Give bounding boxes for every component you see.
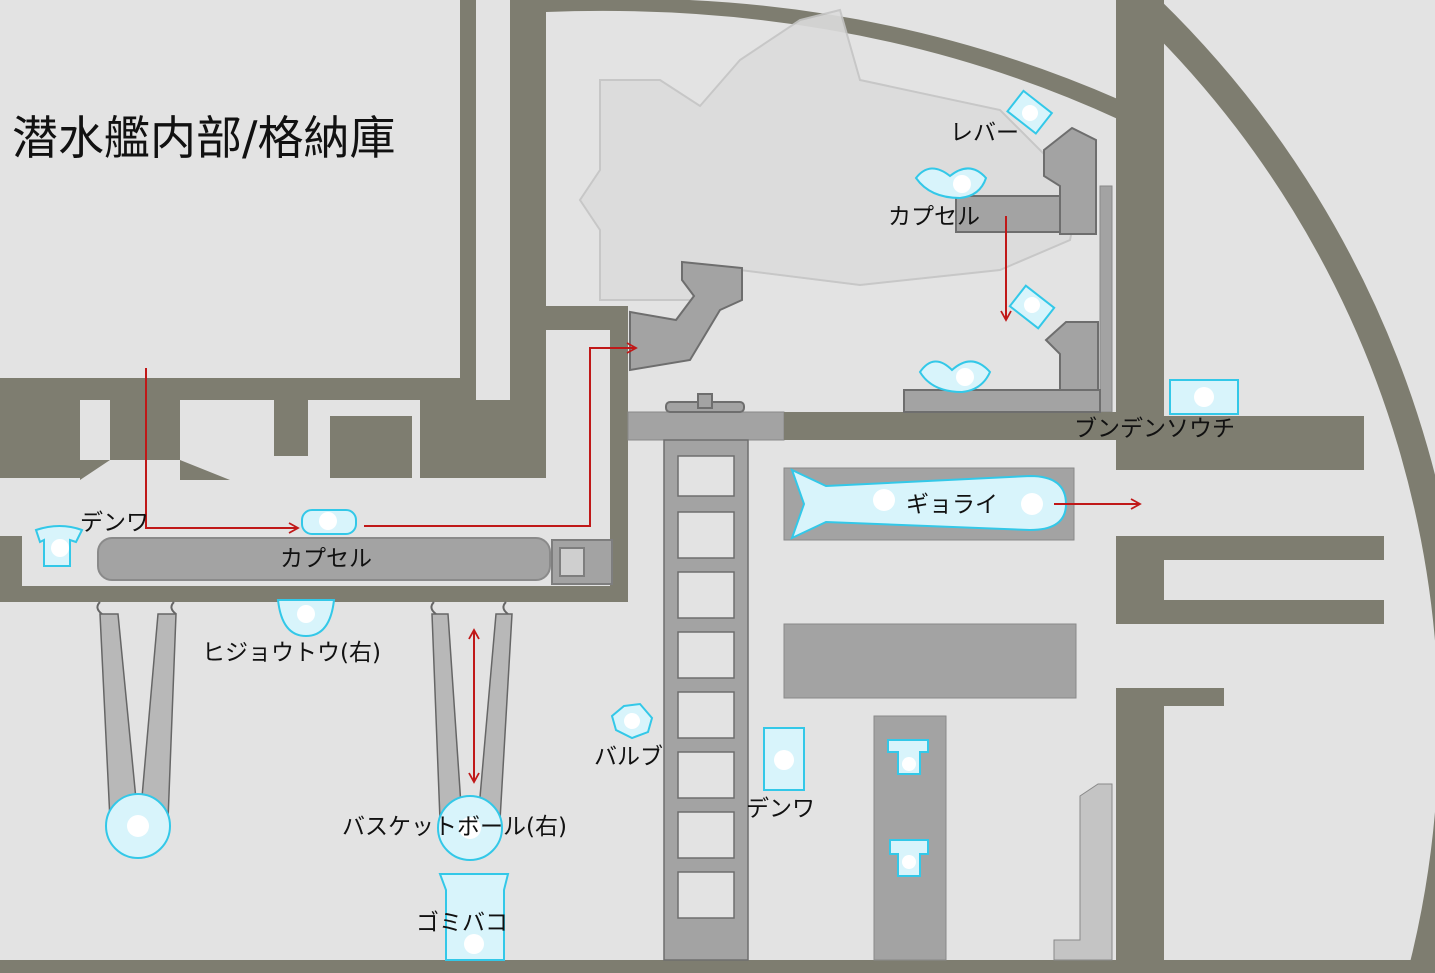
- label-bundensouchi: ブンデンソウチ: [1074, 416, 1235, 442]
- label-gyorai: ギョライ: [906, 492, 998, 518]
- phone-icon-left[interactable]: [34, 525, 84, 567]
- floor: [0, 960, 1435, 973]
- label-lever: レバー: [950, 120, 1019, 146]
- pulley-left: [96, 601, 177, 821]
- valve-icon[interactable]: [610, 702, 654, 740]
- ladder: [663, 439, 749, 961]
- label-basketball: バスケットボール(右): [342, 814, 567, 840]
- deck-left: [627, 411, 785, 441]
- lever-icon[interactable]: [1006, 89, 1054, 135]
- capsule-icon-top[interactable]: [914, 167, 988, 200]
- label-capsule-left: カプセル: [280, 546, 372, 572]
- label-denwa-mid: デンワ: [746, 796, 815, 822]
- switchboard-icon[interactable]: [1169, 379, 1239, 415]
- ammo-icon-1[interactable]: [887, 739, 929, 775]
- phone-icon-mid[interactable]: [763, 727, 805, 791]
- flare-icon[interactable]: [276, 599, 336, 638]
- label-hijoutou: ヒジョウトウ(右): [202, 640, 381, 666]
- ammo-icon-2[interactable]: [889, 839, 929, 877]
- label-capsule-top: カプセル: [888, 204, 980, 230]
- basketball-icon-right[interactable]: [437, 795, 503, 861]
- route-arrows: [145, 216, 1142, 784]
- torpedo-icon[interactable]: [790, 468, 1068, 540]
- capsule-icon-top-2[interactable]: [918, 360, 992, 394]
- valve-handle: [665, 393, 745, 413]
- lever-machine: [903, 126, 1101, 413]
- bulkhead-bracket: [1053, 783, 1113, 961]
- deck-right: [784, 412, 1116, 440]
- lever-icon-2[interactable]: [1008, 284, 1056, 330]
- pulley-right: [430, 601, 513, 821]
- conveyor-end: [551, 539, 613, 585]
- conveyor: [97, 537, 551, 581]
- label-gomibako: ゴミバコ: [416, 910, 508, 936]
- label-valve: バルブ: [594, 744, 663, 770]
- trash-can-icon[interactable]: [438, 873, 510, 961]
- hull: [546, 0, 1435, 973]
- pipe-elbow: [629, 260, 743, 372]
- map-title: 潜水艦内部/格納庫: [12, 111, 396, 165]
- shelf: [783, 623, 1077, 699]
- capsule-icon-left[interactable]: [301, 509, 357, 535]
- label-denwa-left: デンワ: [80, 510, 149, 536]
- basketball-icon-left[interactable]: [105, 793, 171, 859]
- arrow-path-2: [364, 342, 638, 527]
- arrow-path-1: [145, 368, 300, 534]
